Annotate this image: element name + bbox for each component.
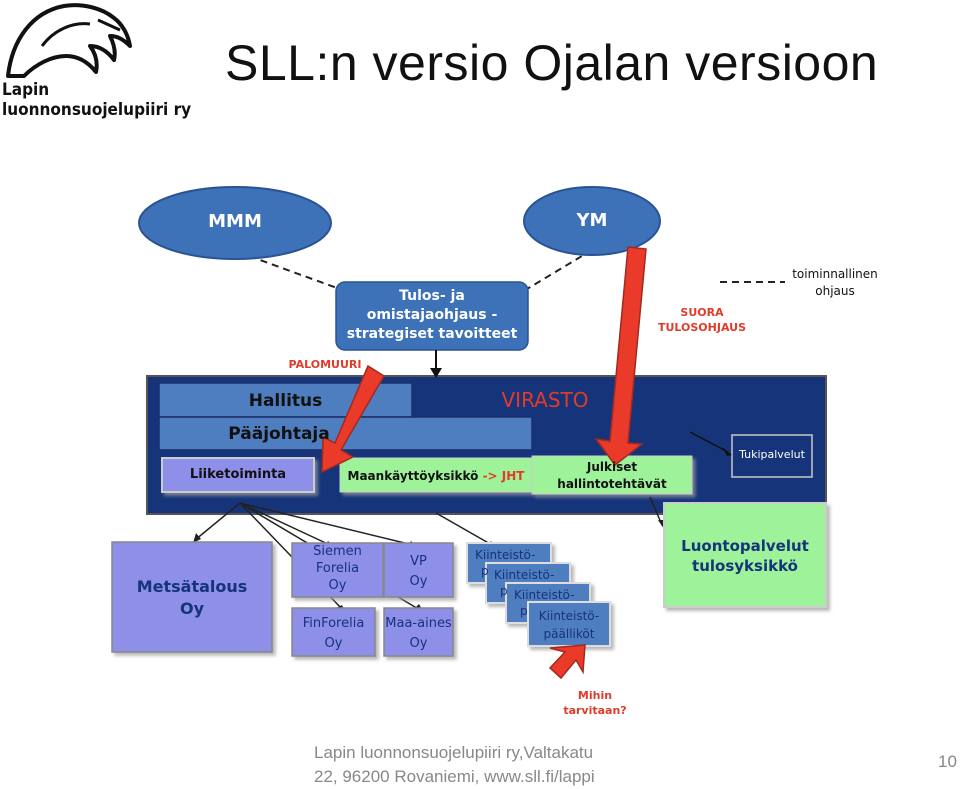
- metsatalous-text: Metsätalous Oy: [136, 577, 248, 618]
- hallitus-label: Hallitus: [248, 391, 323, 411]
- kiinteisto-4-text: Kiinteistö- päälliköt: [538, 609, 600, 641]
- liiketoiminta-label: Liiketoiminta: [189, 467, 287, 482]
- tulos-box: [335, 281, 529, 351]
- julkiset-box: [531, 455, 693, 495]
- footer: Lapin luonnonsuojelupiiri ry,Valtakatu 2…: [314, 741, 595, 789]
- julkiset-text: Julkiset hallintotehtävät: [557, 460, 667, 491]
- ym-label: YM: [576, 210, 608, 231]
- finforelia-box: [291, 607, 376, 657]
- kiinteisto-3-text: Kiinteistö- p: [514, 588, 575, 618]
- tukipalvelut-box: [731, 434, 813, 478]
- red-arrows: [321, 246, 647, 680]
- paajohtaja-label: Pääjohtaja: [228, 424, 330, 444]
- liiketoiminta-box: [161, 457, 315, 493]
- vp-text: VP Oy: [409, 554, 428, 589]
- page-number: 10: [938, 752, 957, 771]
- palomuuri-label: PALOMUURI: [288, 358, 362, 371]
- dashed-line-mmm: [237, 251, 349, 293]
- slide-title: SLL:n versio Ojalan versioon: [225, 35, 879, 91]
- ym-ellipse: [523, 186, 661, 256]
- virasto-label: VIRASTO: [501, 388, 589, 412]
- footer-line-1: Lapin luonnonsuojelupiiri ry,Valtakatu: [314, 743, 594, 762]
- legend-text: toiminnallinen ohjaus: [792, 267, 878, 298]
- maankaytto-box: [339, 457, 533, 493]
- dashed-line-ym: [521, 249, 593, 293]
- mihin-arrow: [548, 644, 586, 680]
- logo-line-1: Lapin: [2, 80, 50, 100]
- siemen-text: Siemen Forelia Oy: [313, 544, 362, 593]
- logo-line-2: luonnonsuojelupiiri ry: [2, 100, 192, 120]
- maa-aines-text: Maa-aines Oy: [385, 616, 452, 651]
- luontopalvelut-box: [663, 502, 827, 608]
- maankaytto-label: Maankäyttöyksikkö -> JHT: [347, 469, 525, 483]
- mmm-label: MMM: [208, 211, 262, 232]
- luontopalvelut-text: Luontopalvelut tulosyksikkö: [681, 537, 809, 575]
- eagle-logo-icon: [6, 3, 132, 78]
- suora-arrow: [594, 246, 647, 467]
- tukipalvelut-label: Tukipalvelut: [739, 448, 805, 461]
- tulos-text: Tulos- ja omistajaohjaus - strategiset t…: [346, 288, 518, 342]
- logo-text: Lapin luonnonsuojelupiiri ry: [2, 80, 191, 120]
- kiinteisto-2-text: Kiinteistö- p: [494, 568, 555, 598]
- mmm-ellipse: [138, 186, 332, 260]
- siemen-box: [291, 542, 384, 598]
- maa-aines-box: [383, 607, 454, 657]
- tulos-arrow-head: [430, 368, 442, 378]
- metsatalous-box: [111, 541, 273, 653]
- suora-label: SUORA TULOSOHJAUS: [657, 306, 746, 334]
- kiinteisto-1-text: Kiinteistö- p: [475, 548, 536, 578]
- finforelia-text: FinForelia Oy: [302, 616, 365, 651]
- kiinteisto-box-4: [527, 601, 611, 647]
- vp-box: [383, 542, 454, 598]
- palomuuri-arrow: [321, 364, 386, 474]
- mihin-label: Mihin tarvitaan?: [563, 689, 627, 717]
- footer-line-2: 22, 96200 Rovaniemi, www.sll.fi/lappi: [314, 767, 595, 786]
